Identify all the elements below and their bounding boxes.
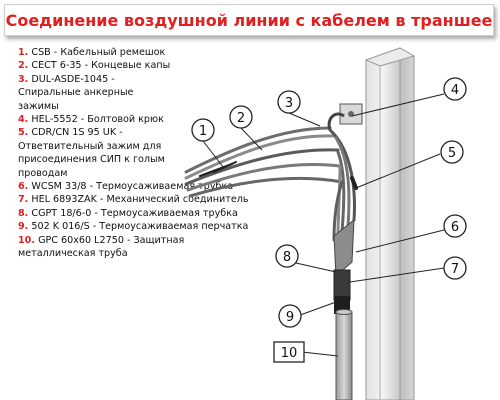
- legend-item: 2. CECT 6-35 - Концевые капы: [18, 59, 254, 72]
- legend-text: CSB - Кабельный ремешок: [31, 47, 166, 58]
- legend-number: 4.: [18, 114, 29, 126]
- callout-label: 6: [451, 220, 459, 235]
- concrete-pole: [364, 47, 416, 400]
- callout-marker: 5: [440, 140, 464, 164]
- legend-number: 7.: [18, 194, 29, 206]
- bolt-hook: [327, 103, 363, 131]
- parts-legend: 1. CSB - Кабельный ремешок 2. CECT 6-35 …: [18, 46, 254, 261]
- title-banner: Соединение воздушной линии с кабелем в т…: [4, 4, 494, 36]
- legend-number: 6.: [18, 181, 29, 193]
- legend-item: 3. DUL-ASDE-1045 - Спиральные анкерные з…: [18, 73, 168, 113]
- cable-sleeve-assembly: [333, 218, 355, 314]
- callout-label: 10: [281, 346, 298, 361]
- legend-item: 6. WCSM 33/8 - Термоусаживаемая трубка: [18, 180, 254, 193]
- legend-text: CGPT 18/6-0 - Термоусаживаемая трубка: [31, 207, 238, 219]
- overhead-cable-bundle: [184, 126, 344, 198]
- legend-item: 7. HEL 6893ZAK - Механический соединител…: [18, 193, 254, 206]
- callout-marker: 7: [443, 256, 467, 280]
- legend-number: 1.: [18, 47, 29, 58]
- callout-marker: 4: [443, 77, 467, 101]
- legend-item: 10. GPC 60x60 L2750 - Защитная металличе…: [18, 234, 254, 261]
- callout-marker: 10: [273, 341, 305, 363]
- legend-number: 9.: [18, 221, 29, 233]
- legend-number: 8.: [18, 207, 29, 219]
- legend-text: DUL-ASDE-1045 - Спиральные анкерные зажи…: [18, 73, 134, 112]
- callout-marker: 2: [229, 105, 253, 129]
- legend-number: 10.: [18, 234, 35, 246]
- legend-item: 8. CGPT 18/6-0 - Термоусаживаемая трубка: [18, 207, 254, 220]
- legend-text: WCSM 33/8 - Термоусаживаемая трубка: [31, 181, 234, 193]
- legend-text: 502 K 016/S - Термоусаживаемая перчатка: [31, 221, 249, 233]
- callout-label: 4: [451, 83, 459, 98]
- callout-marker: 8: [275, 244, 299, 268]
- legend-text: CDR/CN 1S 95 UK - Ответвительный зажим д…: [18, 127, 165, 179]
- legend-item: 4. HEL-5552 - Болтовой крюк: [18, 113, 254, 126]
- callout-marker: 6: [443, 214, 467, 238]
- callout-marker: 9: [278, 304, 302, 328]
- callout-label: 1: [199, 124, 207, 139]
- descending-cables: [328, 128, 358, 242]
- legend-item: 9. 502 K 016/S - Термоусаживаемая перчат…: [18, 220, 254, 233]
- callout-leaders: [202, 93, 445, 357]
- legend-number: 5.: [18, 127, 29, 139]
- legend-text: HEL-5552 - Болтовой крюк: [31, 114, 164, 126]
- callout-label: 8: [283, 250, 291, 265]
- legend-item: 1. CSB - Кабельный ремешок: [18, 46, 254, 59]
- diagram-title: Соединение воздушной линии с кабелем в т…: [5, 11, 493, 30]
- legend-text: GPC 60x60 L2750 - Защитная металлическая…: [18, 234, 185, 260]
- callout-marker: 1: [191, 118, 215, 142]
- legend-item: 5. CDR/CN 1S 95 UK - Ответвительный зажи…: [18, 126, 188, 180]
- callout-marker: 3: [277, 90, 301, 114]
- legend-text: CECT 6-35 - Концевые капы: [31, 60, 171, 72]
- protective-pipe: [335, 309, 353, 400]
- legend-number: 3.: [18, 73, 29, 85]
- callout-label: 3: [285, 96, 293, 111]
- legend-text: HEL 6893ZAK - Механический соединитель: [31, 194, 249, 206]
- legend-number: 2.: [18, 60, 29, 72]
- callout-label: 2: [237, 111, 245, 126]
- callout-label: 7: [451, 262, 459, 277]
- callout-label: 9: [286, 310, 294, 325]
- callout-label: 5: [448, 146, 456, 161]
